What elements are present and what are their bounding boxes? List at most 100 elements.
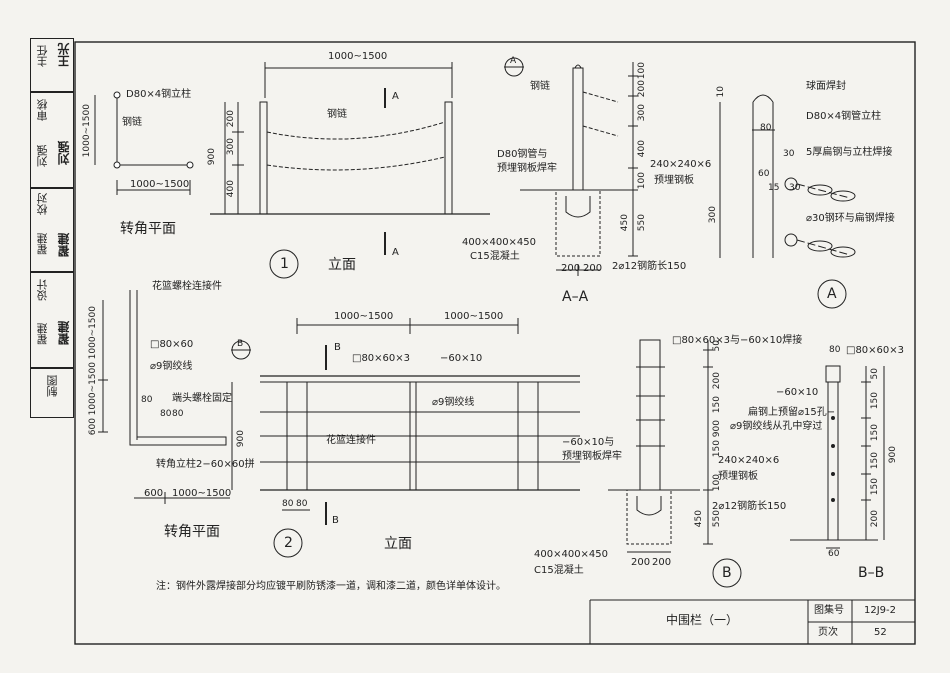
aa-plate: 240×240×6 (650, 159, 712, 170)
elev1-dim-400: 400 (226, 180, 236, 198)
deta-d30a: 30 (783, 149, 795, 159)
b-dim-2: 150 (712, 396, 722, 414)
detail-number-1: 1 (280, 256, 289, 272)
drawing-title: 中围栏（一） (666, 613, 739, 627)
aa-dim-1: 200 (637, 80, 647, 98)
b-dim-0: 50 (712, 340, 722, 352)
d2-wire: ⌀9钢绞线 (150, 361, 193, 372)
b-plate: 240×240×6 (718, 455, 780, 466)
aa-dim-200b: 200 (583, 263, 603, 274)
aa-dim-200a: 200 (561, 263, 581, 274)
aa-concrete2: C15混凝土 (470, 251, 520, 262)
page-label: 页次 (818, 627, 838, 638)
elev1-dim-top: 1000~1500 (328, 51, 388, 62)
bb-flat: −60×10 (776, 387, 819, 398)
deta-d80: 80 (760, 123, 772, 133)
bb-dim-6: 900 (888, 446, 898, 464)
b-concrete: 400×400×450 (534, 549, 609, 560)
elev2-title: 立面 (384, 536, 412, 552)
page-value: 52 (874, 627, 887, 638)
bb-dim-4: 150 (870, 478, 880, 496)
aa-concrete: 400×400×450 (462, 237, 537, 248)
elev1-dim-300: 300 (226, 138, 236, 156)
aa-tag: A (510, 56, 517, 66)
bb-tube: □80×60×3 (846, 345, 905, 356)
elev1-title: 立面 (328, 257, 356, 273)
deta-d300: 300 (708, 206, 718, 224)
corner-plan-title-1: 转角平面 (120, 221, 176, 237)
deta-ring: ⌀30钢环与扁钢焊接 (806, 213, 895, 224)
aa-pipe2: 预埋钢板焊牢 (497, 163, 557, 174)
d2-tube-top: □80×60×3 (352, 353, 411, 364)
b-flat-weld: −60×10与 (562, 437, 615, 448)
atlas-label: 图集号 (814, 605, 844, 616)
d2-top-b: 1000~1500 (444, 311, 504, 322)
bb-dim-0: 50 (870, 368, 880, 380)
detail-number-2: 2 (284, 535, 293, 551)
d2-b80b: 80 (296, 499, 308, 509)
aa-rebar: 2⌀12钢筋长150 (612, 261, 687, 272)
b-dim-6: 450 (694, 510, 704, 528)
b-dim-200a: 200 (631, 557, 651, 568)
aa-chain: 钢链 (530, 81, 550, 92)
bb-title: B–B (858, 565, 885, 581)
section-mark-b-top: B (334, 342, 341, 353)
deta-d30b: 30 (789, 183, 801, 193)
corner-plan-title-2: 转角平面 (164, 524, 220, 540)
b-tag: B (722, 565, 732, 581)
d2-wire-elev: ⌀9钢绞线 (432, 397, 475, 408)
aa-dim-4: 100 (637, 172, 647, 190)
b-dim-5: 100 (712, 474, 722, 492)
deta-flat: 5厚扁钢与立柱焊接 (806, 147, 893, 158)
d2-b80a: 80 (282, 499, 294, 509)
side-cell-draw: 制图 (30, 368, 74, 418)
aa-title: A–A (562, 289, 589, 305)
b-plate2: 预埋钢板 (718, 471, 758, 482)
section-mark-a-top: A (392, 91, 399, 102)
d2-end-bolt: 端头螺栓固定 (172, 393, 232, 404)
b-dim-3: 900 (712, 420, 722, 438)
elev1-dim-200: 200 (226, 110, 236, 128)
bb-holes: 扁钢上预留⌀15孔− (748, 407, 836, 418)
side-cell-check: 校对 翟建 翟建 (30, 188, 74, 272)
side-cell-review: 审核 刘强 刘强 (30, 92, 74, 188)
d2-corner-post: 转角立柱2−60×60拼 (156, 459, 255, 470)
deta-tag: A (827, 286, 837, 302)
section-mark-a-bottom: A (392, 247, 399, 258)
aa-dim-6: 550 (637, 214, 647, 232)
b-flat-weld2: 预埋钢板焊牢 (562, 451, 622, 462)
d2-w600: 600 (144, 488, 164, 499)
corner-label-post: D80×4钢立柱 (126, 89, 192, 100)
deta-d10: 10 (716, 86, 726, 98)
d2-dim-1000b: 1000~1500 (88, 362, 98, 416)
d2-w1000: 1000~1500 (172, 488, 232, 499)
d2-d80b: 80 (160, 409, 172, 419)
bb-dim-5: 200 (870, 510, 880, 528)
b-concrete2: C15混凝土 (534, 565, 584, 576)
d2-flat-top: −60×10 (440, 353, 483, 364)
corner-dim-h: 1000~1500 (82, 104, 92, 158)
bb-dim-2: 150 (870, 424, 880, 442)
d2-d80a: 80 (141, 395, 153, 405)
d2-tag-b: B (237, 339, 244, 349)
d2-turn-elev: 花篮连接件 (326, 435, 376, 446)
side-cell-chief: 主任 王光 (30, 38, 74, 92)
aa-dim-3: 400 (637, 140, 647, 158)
aa-pipe: D80钢管与 (497, 149, 548, 160)
d2-d900: 900 (236, 430, 246, 448)
bb-dim-3: 150 (870, 452, 880, 470)
d2-dim-600: 600 (88, 418, 98, 436)
b-rebar: 2⌀12钢筋长150 (712, 501, 787, 512)
b-dim-4: 150 (712, 440, 722, 458)
general-note: 注：钢件外露焊接部分均应镀平刷防锈漆一道，调和漆二道，颜色详单体设计。 (156, 581, 506, 592)
section-mark-b-bottom: B (332, 515, 339, 526)
aa-plate2: 预埋钢板 (654, 175, 694, 186)
deta-d60: 60 (758, 169, 770, 179)
bb-d80: 80 (829, 345, 841, 355)
deta-d15: 15 (768, 183, 780, 193)
corner-dim-w: 1000~1500 (130, 179, 190, 190)
aa-dim-0: 100 (637, 62, 647, 80)
elev1-dim-900: 900 (207, 148, 217, 166)
